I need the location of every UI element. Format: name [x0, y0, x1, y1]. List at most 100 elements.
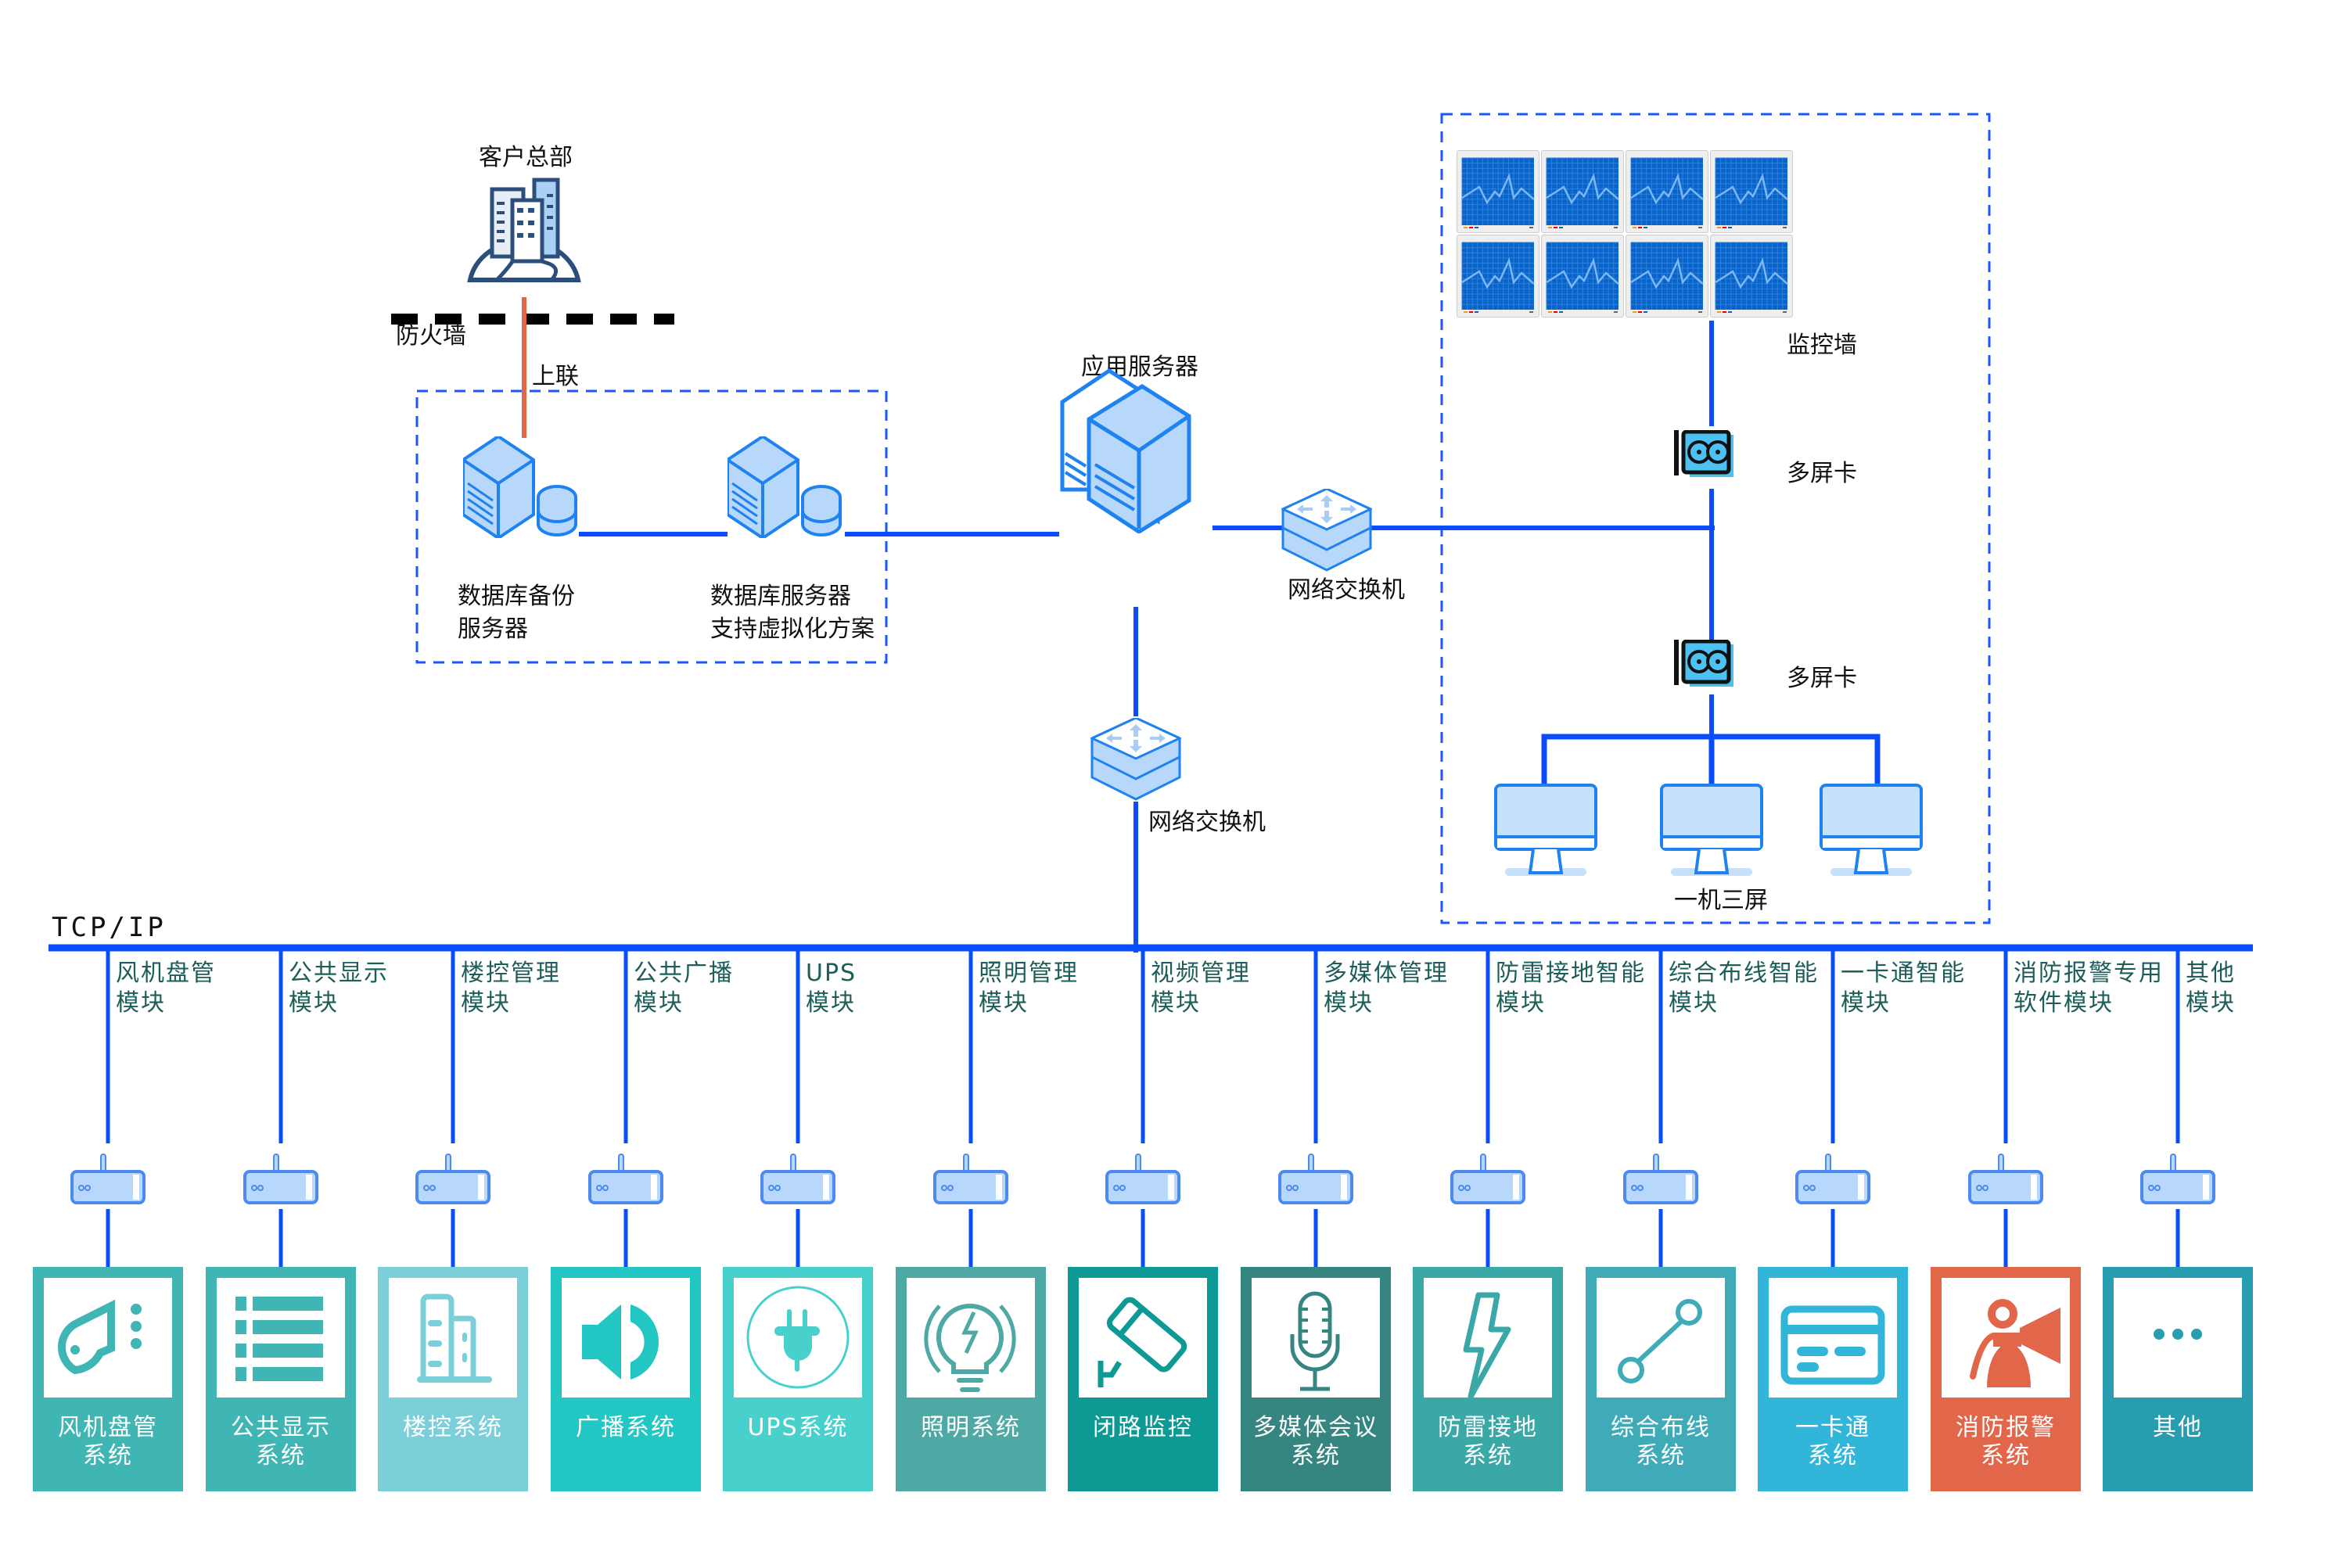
video-wall-screen [1541, 150, 1624, 233]
modem-icon[interactable] [1278, 1153, 1355, 1206]
system-tile[interactable]: 公共显示 系统 [206, 1267, 356, 1491]
system-tile[interactable]: 其他 [2103, 1267, 2253, 1491]
system-tile-label: 楼控系统 [403, 1414, 503, 1441]
module-label: 照明管理 模块 [979, 960, 1079, 1017]
video-wall-screen [1710, 235, 1793, 318]
server-database-icon[interactable] [463, 436, 588, 538]
workstation-label: 一机三屏 [1674, 887, 1768, 914]
firewall-label: 防火墙 [396, 322, 466, 350]
system-tile[interactable]: 风机盘管 系统 [33, 1267, 183, 1491]
video-wall[interactable] [1457, 150, 1796, 319]
network-switch-icon[interactable] [1090, 718, 1181, 801]
switch-bottom-label: 网络交换机 [1148, 809, 1266, 836]
modem-icon[interactable] [1450, 1153, 1527, 1206]
system-tile[interactable]: 闭路监控 [1068, 1267, 1218, 1491]
system-tile-label: UPS系统 [747, 1414, 849, 1441]
system-tile-label: 消防报警 系统 [1956, 1414, 2056, 1469]
backup-server-label: 数据库备份 服务器 [458, 580, 575, 646]
modem-icon[interactable] [70, 1153, 147, 1206]
system-tile[interactable]: 照明系统 [896, 1267, 1046, 1491]
system-tile[interactable]: 楼控系统 [378, 1267, 528, 1491]
modem-icon[interactable] [415, 1153, 492, 1206]
backup-server-label-line1: 数据库备份 [458, 583, 575, 610]
system-tile-label: 多媒体会议 系统 [1253, 1414, 1378, 1469]
system-tile-label: 一卡通 系统 [1795, 1414, 1870, 1469]
rack-server-icon[interactable] [1059, 368, 1216, 533]
system-tile[interactable]: 消防报警 系统 [1931, 1267, 2081, 1491]
system-tile[interactable]: 综合布线 系统 [1586, 1267, 1736, 1491]
lightning-icon [1424, 1278, 1552, 1400]
modem-icon[interactable] [588, 1153, 665, 1206]
video-wall-label: 监控墙 [1787, 332, 1857, 359]
cctv-camera-icon [1079, 1278, 1207, 1398]
module-label: 防雷接地智能 模块 [1496, 960, 1646, 1017]
system-tile-label: 闭路监控 [1093, 1414, 1193, 1441]
modem-icon[interactable] [933, 1153, 1010, 1206]
system-tile[interactable]: 防雷接地 系统 [1413, 1267, 1563, 1491]
module-label: 消防报警专用 软件模块 [2014, 960, 2164, 1017]
system-tile[interactable]: UPS系统 [723, 1267, 873, 1491]
system-tile-label: 防雷接地 系统 [1438, 1414, 1538, 1469]
uplink-label: 上联 [532, 363, 579, 390]
module-label: 综合布线智能 模块 [1669, 960, 1819, 1017]
monitor-group-box [1440, 113, 1991, 924]
microphone-icon [1252, 1278, 1380, 1398]
headquarters-label: 客户总部 [479, 144, 573, 171]
graphics-card-icon[interactable] [1674, 430, 1733, 480]
server-database-icon[interactable] [728, 436, 853, 538]
db-group-box [415, 389, 888, 664]
cable-link-icon [1597, 1278, 1725, 1398]
video-wall-screen [1457, 150, 1539, 233]
tcpip-label: TCP/IP [52, 912, 167, 943]
video-wall-screen [1626, 150, 1708, 233]
modem-icon[interactable] [760, 1153, 837, 1206]
modem-icon[interactable] [1968, 1153, 2045, 1206]
building-icon [389, 1278, 517, 1398]
system-tile[interactable]: 多媒体会议 系统 [1241, 1267, 1391, 1491]
building-globe-icon [467, 178, 581, 282]
system-tile-label: 其他 [2153, 1414, 2203, 1441]
modem-icon[interactable] [1623, 1153, 1700, 1206]
power-plug-icon [734, 1278, 862, 1398]
video-wall-screen [1457, 235, 1539, 318]
modem-icon[interactable] [1795, 1153, 1872, 1206]
desktop-monitor-icon[interactable] [1820, 784, 1923, 877]
network-switch-icon[interactable] [1281, 489, 1372, 572]
graphics-card-icon[interactable] [1674, 640, 1733, 690]
module-label: 公共广播 模块 [634, 960, 734, 1017]
backup-server-label-line2: 服务器 [458, 615, 528, 643]
video-wall-screen [1710, 150, 1793, 233]
desktop-monitor-icon[interactable] [1660, 784, 1763, 877]
more-dots-icon [2114, 1278, 2242, 1398]
module-label: 一卡通智能 模块 [1841, 960, 1966, 1017]
module-label: 风机盘管 模块 [116, 960, 216, 1017]
module-label: 楼控管理 模块 [461, 960, 561, 1017]
system-tile[interactable]: 一卡通 系统 [1758, 1267, 1908, 1491]
db-server-label-line2: 支持虚拟化方案 [710, 615, 875, 643]
speaker-icon [562, 1278, 690, 1398]
light-bulb-icon [907, 1278, 1035, 1398]
switch-right-label: 网络交换机 [1288, 576, 1405, 604]
module-label: UPS 模块 [806, 960, 857, 1017]
module-label: 公共显示 模块 [289, 960, 389, 1017]
db-server-label: 数据库服务器 支持虚拟化方案 [710, 580, 875, 646]
system-tile[interactable]: 广播系统 [551, 1267, 701, 1491]
system-tile-label: 广播系统 [576, 1414, 676, 1441]
system-tile-label: 综合布线 系统 [1611, 1414, 1711, 1469]
modem-icon[interactable] [1105, 1153, 1182, 1206]
fire-alarm-icon [1942, 1278, 2070, 1398]
module-drop-lines [106, 951, 2180, 1267]
system-tile-label: 风机盘管 系统 [58, 1414, 158, 1469]
module-label: 多媒体管理 模块 [1324, 960, 1449, 1017]
fan-blower-icon [44, 1278, 172, 1398]
id-card-icon [1769, 1278, 1897, 1398]
desktop-monitor-icon[interactable] [1494, 784, 1597, 877]
module-label: 其他 模块 [2186, 960, 2236, 1017]
system-tile-label: 公共显示 系统 [231, 1414, 331, 1469]
video-wall-screen [1626, 235, 1708, 318]
list-display-icon [217, 1278, 345, 1398]
modem-icon[interactable] [2140, 1153, 2217, 1206]
modem-icon[interactable] [243, 1153, 320, 1206]
db-server-label-line1: 数据库服务器 [710, 583, 851, 610]
